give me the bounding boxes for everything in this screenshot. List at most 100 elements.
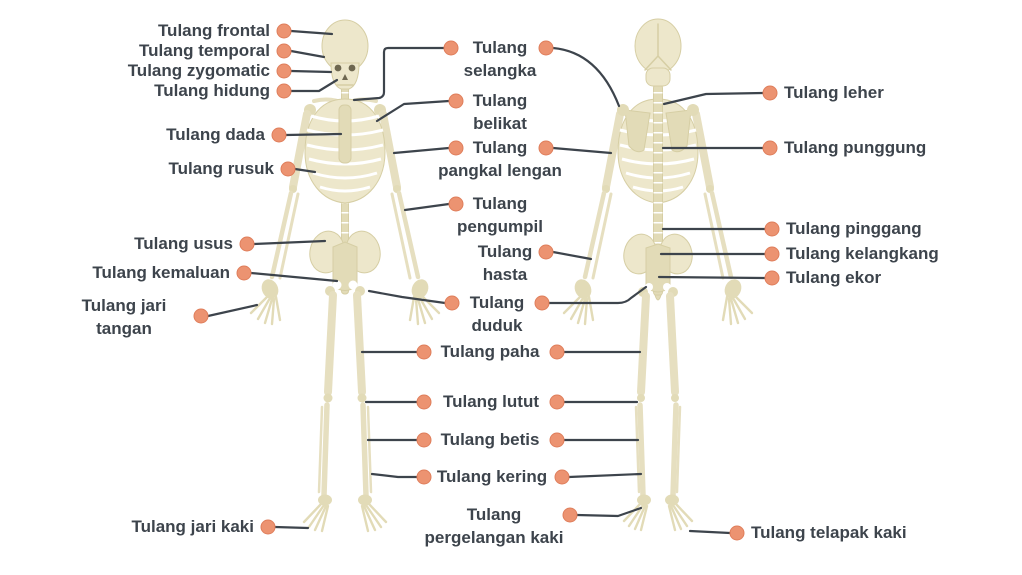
label-tulang-selangka: Tulang selangka: [463, 38, 537, 80]
connector-tulang-selangka-left: [352, 46, 446, 102]
marker-tulang-betis-right: [549, 432, 565, 448]
marker-tulang-lutut-right: [549, 394, 565, 410]
label-tulang-belikat: Tulang belikat: [472, 91, 528, 133]
marker-tulang-zygomatic: [276, 63, 292, 79]
connector-tulang-ekor: [657, 275, 767, 280]
marker-tulang-selangka-left: [443, 40, 459, 56]
marker-tulang-lutut-left: [416, 394, 432, 410]
label-tulang-kering: Tulang kering: [436, 467, 548, 486]
label-tulang-temporal: Tulang temporal: [139, 41, 270, 60]
label-tulang-pengumpil: Tulang pengumpil: [457, 194, 543, 236]
eye-socket-right: [348, 64, 356, 72]
connector-tulang-hidung: [289, 78, 339, 93]
label-tulang-rusuk: Tulang rusuk: [168, 159, 274, 178]
label-tulang-lutut: Tulang lutut: [443, 392, 539, 411]
connector-tulang-zygomatic: [289, 69, 333, 74]
label-tulang-jari-tangan: Tulang jari tangan: [81, 296, 167, 338]
connector-tulang-leher: [662, 91, 765, 106]
nasal-opening: [342, 74, 348, 80]
label-tulang-betis: Tulang betis: [440, 430, 540, 449]
label-tulang-zygomatic: Tulang zygomatic: [127, 61, 270, 80]
marker-tulang-selangka-right: [538, 40, 554, 56]
marker-tulang-kering-left: [416, 469, 432, 485]
marker-tulang-jari-tangan: [193, 308, 209, 324]
label-tulang-kemaluan: Tulang kemaluan: [92, 263, 230, 282]
marker-tulang-punggung: [762, 140, 778, 156]
connector-tulang-belikat: [375, 99, 451, 123]
marker-tulang-duduk-left: [444, 295, 460, 311]
label-tulang-paha: Tulang paha: [440, 342, 540, 361]
connector-tulang-pengumpil: [403, 202, 451, 212]
marker-tulang-hasta: [538, 244, 554, 260]
label-tulang-jari-kaki: Tulang jari kaki: [131, 517, 254, 536]
label-tulang-pinggang: Tulang pinggang: [786, 219, 922, 238]
marker-tulang-pangkal-lengan-right: [538, 140, 554, 156]
marker-tulang-betis-left: [416, 432, 432, 448]
marker-tulang-rusuk: [280, 161, 296, 177]
marker-tulang-kemaluan: [236, 265, 252, 281]
marker-tulang-kering-right: [554, 469, 570, 485]
label-tulang-telapak-kaki: Tulang telapak kaki: [751, 523, 907, 542]
connector-tulang-selangka-right: [551, 46, 621, 108]
connector-tulang-frontal: [289, 29, 334, 36]
coccyx: [654, 294, 662, 301]
back-scapulae: [617, 104, 699, 153]
marker-tulang-ekor: [764, 270, 780, 286]
label-tulang-pangkal-lengan: Tulang pangkal lengan: [438, 138, 562, 180]
marker-tulang-pinggang: [764, 221, 780, 237]
marker-tulang-usus: [239, 236, 255, 252]
connector-lines: [206, 29, 767, 535]
label-tulang-leher: Tulang leher: [784, 83, 884, 102]
label-tulang-ekor: Tulang ekor: [786, 268, 882, 287]
connector-tulang-kemaluan: [249, 271, 339, 283]
marker-tulang-pergelangan-kaki: [562, 507, 578, 523]
connector-tulang-pergelangan-kaki: [575, 506, 643, 518]
back-left-arm: [562, 110, 624, 326]
marker-tulang-dada: [271, 127, 287, 143]
skeleton-back-view: [562, 18, 754, 532]
label-tulang-dada: Tulang dada: [166, 125, 265, 144]
back-right-arm: [692, 110, 754, 326]
marker-tulang-leher: [762, 85, 778, 101]
back-legs: [634, 292, 682, 498]
back-feet: [622, 494, 694, 532]
lambdoid-suture: [644, 23, 672, 71]
connector-tulang-rusuk: [293, 167, 317, 174]
marker-dots: [193, 23, 780, 541]
marker-tulang-paha-left: [416, 344, 432, 360]
label-tulang-usus: Tulang usus: [134, 234, 233, 253]
connector-tulang-hasta: [551, 250, 593, 261]
eye-socket-left: [334, 64, 342, 72]
front-legs: [317, 291, 373, 498]
marker-tulang-telapak-kaki: [729, 525, 745, 541]
label-tulang-kelangkang: Tulang kelangkang: [786, 244, 939, 263]
label-tulang-pergelangan-kaki: Tulang pergelangan kaki: [424, 505, 564, 547]
back-left-hand-fingers: [562, 294, 595, 326]
front-skull: [321, 19, 369, 90]
marker-tulang-hidung: [276, 83, 292, 99]
front-right-arm: [379, 110, 441, 326]
label-tulang-duduk: Tulang duduk: [469, 293, 525, 335]
marker-tulang-duduk-right: [534, 295, 550, 311]
connector-tulang-duduk-left: [367, 289, 447, 305]
connector-tulang-jari-tangan: [206, 303, 259, 318]
connector-tulang-usus: [252, 239, 327, 246]
front-left-hand-fingers: [249, 294, 282, 326]
marker-tulang-pangkal-lengan-left: [448, 140, 464, 156]
back-right-hand-fingers: [721, 294, 754, 326]
label-tulang-punggung: Tulang punggung: [784, 138, 927, 157]
marker-tulang-jari-kaki: [260, 519, 276, 535]
label-tulang-hasta: Tulang hasta: [477, 242, 533, 284]
marker-tulang-temporal: [276, 43, 292, 59]
connector-tulang-duduk-right: [547, 285, 648, 305]
label-tulang-frontal: Tulang frontal: [157, 21, 270, 40]
back-skull: [634, 18, 682, 87]
connector-tulang-kering-right: [567, 472, 643, 479]
connector-tulang-pangkal-lengan-left: [392, 146, 451, 155]
connector-tulang-jari-kaki: [273, 525, 310, 530]
marker-tulang-pengumpil: [448, 196, 464, 212]
marker-tulang-belikat: [448, 93, 464, 109]
front-right-hand-fingers: [408, 294, 441, 326]
